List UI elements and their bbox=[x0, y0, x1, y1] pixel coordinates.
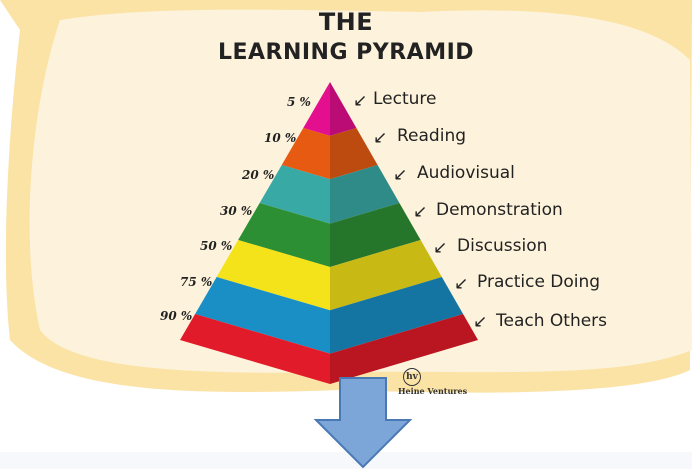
pyramid bbox=[180, 82, 478, 384]
pyramid-layer-left bbox=[259, 165, 330, 224]
pointer-arrow-icon: ↙ bbox=[373, 128, 388, 148]
pyramid-layer-right bbox=[330, 277, 464, 354]
pointer-arrow-icon: ↙ bbox=[473, 312, 488, 332]
level-label: Practice Doing bbox=[477, 272, 601, 292]
pyramid-layer-right bbox=[330, 128, 378, 180]
pyramid-layer-left bbox=[180, 314, 330, 384]
pyramid-layer-left bbox=[281, 128, 330, 180]
level-percent: 75 % bbox=[180, 275, 213, 289]
down-arrow bbox=[313, 377, 413, 469]
pointer-arrow-icon: ↙ bbox=[393, 165, 408, 185]
title-line-1: THE bbox=[318, 8, 374, 36]
pointer-arrow-icon: ↙ bbox=[454, 274, 469, 294]
level-percent: 50 % bbox=[200, 239, 233, 253]
brand-name: Heine Ventures bbox=[398, 386, 468, 396]
pyramid-layer-right bbox=[330, 240, 442, 311]
level-percent: 30 % bbox=[220, 204, 253, 218]
title-line-2: LEARNING PYRAMID bbox=[217, 40, 475, 65]
brand-logo-icon: hv bbox=[403, 368, 421, 386]
pyramid-layer-left bbox=[303, 82, 330, 136]
pyramid-layer-right bbox=[330, 82, 357, 136]
pointer-arrow-icon: ↙ bbox=[433, 238, 448, 258]
level-label: Audiovisual bbox=[417, 163, 515, 183]
level-percent: 10 % bbox=[264, 131, 297, 145]
pyramid-layer-right bbox=[330, 314, 478, 384]
level-label: Reading bbox=[397, 126, 467, 146]
level-percent: 20 % bbox=[242, 168, 275, 182]
level-label: Demonstration bbox=[436, 200, 563, 220]
level-label: Discussion bbox=[457, 236, 548, 256]
level-label: Teach Others bbox=[496, 311, 608, 331]
pyramid-layer-left bbox=[238, 203, 330, 267]
pyramid-layer-left bbox=[195, 277, 330, 354]
pyramid-layer-right bbox=[330, 203, 421, 267]
pointer-arrow-icon: ↙ bbox=[353, 91, 368, 111]
pyramid-layer-left bbox=[216, 240, 330, 311]
bottom-panel bbox=[0, 452, 692, 469]
pointer-arrow-icon: ↙ bbox=[413, 202, 428, 222]
level-percent: 5 % bbox=[287, 95, 311, 109]
level-percent: 90 % bbox=[160, 309, 193, 323]
pyramid-layer-right bbox=[330, 165, 400, 224]
level-label: Lecture bbox=[373, 89, 437, 109]
